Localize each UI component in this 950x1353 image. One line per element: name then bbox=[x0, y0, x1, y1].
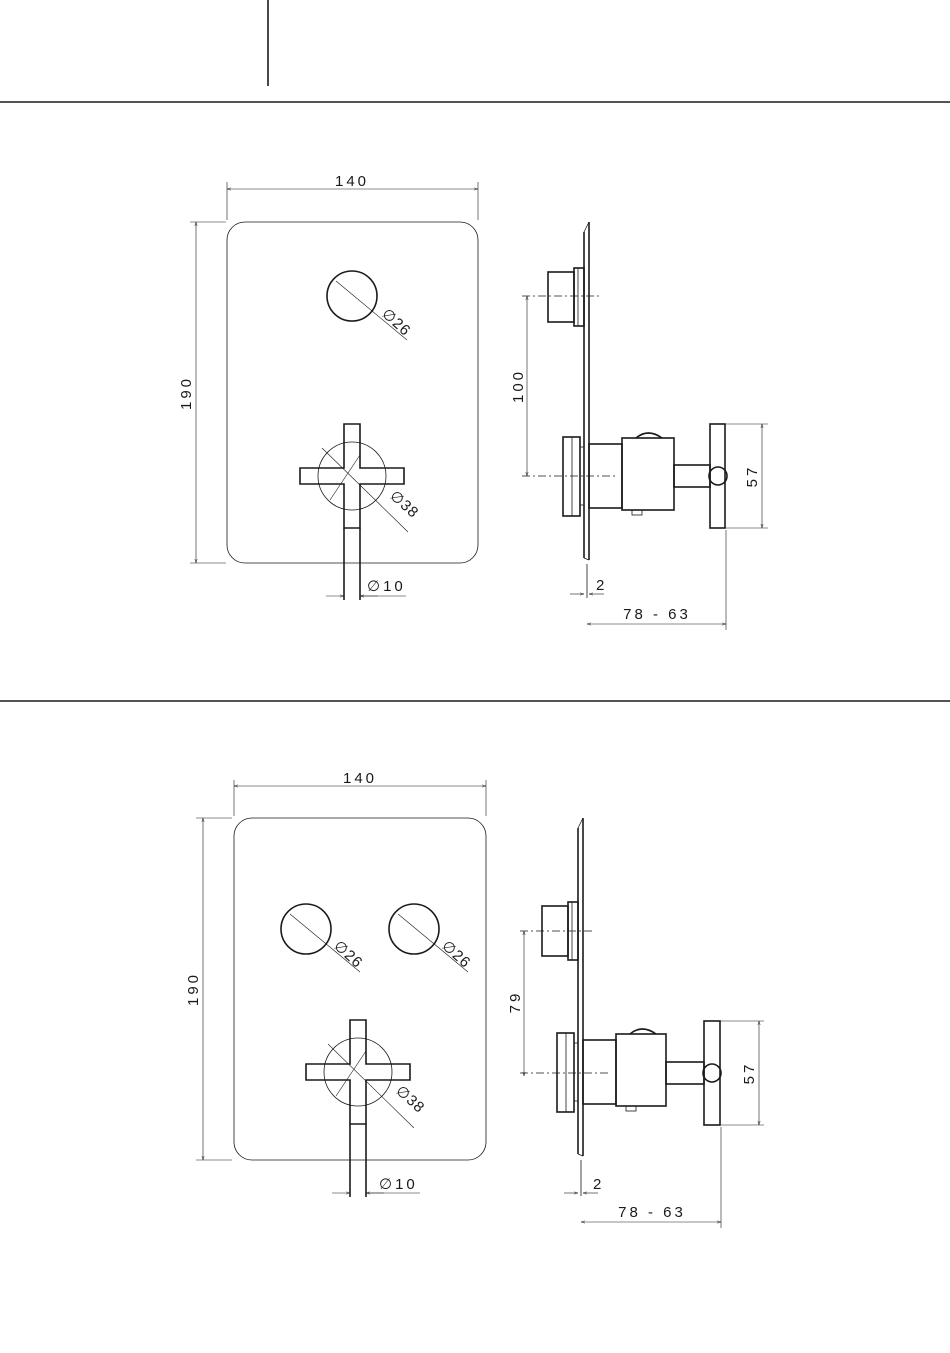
cross-handle bbox=[306, 1020, 410, 1124]
diverter-knob-right bbox=[389, 904, 439, 954]
stem-diameter-label: ∅10 bbox=[367, 578, 406, 595]
side-cross-handle bbox=[704, 1021, 720, 1125]
drawing-2: 140 190 ∅26 ∅26 ∅38 bbox=[185, 770, 764, 1228]
side-cartridge bbox=[622, 438, 674, 510]
height-label: 190 bbox=[178, 376, 195, 410]
depth-range-label: 78 - 63 bbox=[623, 606, 691, 623]
handle-height-label: 57 bbox=[741, 1062, 758, 1085]
knob-left-diameter-label: ∅26 bbox=[330, 937, 366, 972]
side-view-1: 100 57 2 78 - 63 bbox=[510, 222, 768, 630]
side-rosette bbox=[557, 1033, 574, 1112]
drawing-1: 140 190 ∅26 ∅38 ∅10 bbox=[178, 173, 768, 630]
spacing-label: 100 bbox=[510, 369, 527, 403]
cover-plate bbox=[234, 818, 486, 1160]
cross-handle bbox=[300, 424, 404, 528]
front-view-2: 140 190 ∅26 ∅26 ∅38 bbox=[185, 770, 486, 1197]
side-cross-handle bbox=[710, 424, 725, 528]
width-label: 140 bbox=[335, 173, 369, 190]
plate-thickness-label: 2 bbox=[593, 1176, 604, 1193]
diverter-knob bbox=[327, 271, 377, 321]
cover-plate bbox=[227, 222, 478, 563]
spacing-label: 79 bbox=[507, 991, 524, 1014]
knob-diameter-label: ∅26 bbox=[378, 305, 414, 340]
stem-diameter-label: ∅10 bbox=[379, 1176, 418, 1193]
front-view-1: 140 190 ∅26 ∅38 ∅10 bbox=[178, 173, 478, 600]
side-view-2: 79 57 2 78 - 63 bbox=[507, 818, 764, 1228]
handle-diameter-label: ∅38 bbox=[386, 487, 422, 522]
height-label: 190 bbox=[185, 972, 202, 1006]
diverter-knob-left bbox=[281, 904, 331, 954]
handle-height-label: 57 bbox=[744, 465, 761, 488]
handle-rosette bbox=[324, 1038, 392, 1106]
depth-range-label: 78 - 63 bbox=[618, 1204, 686, 1221]
side-cartridge bbox=[616, 1034, 666, 1106]
knob-right-diameter-label: ∅26 bbox=[438, 937, 474, 972]
side-knob bbox=[548, 272, 574, 322]
handle-rosette bbox=[318, 442, 386, 510]
title-block bbox=[0, 0, 950, 102]
plate-thickness-label: 2 bbox=[596, 577, 607, 594]
side-rosette bbox=[563, 437, 580, 516]
width-label: 140 bbox=[343, 770, 377, 787]
